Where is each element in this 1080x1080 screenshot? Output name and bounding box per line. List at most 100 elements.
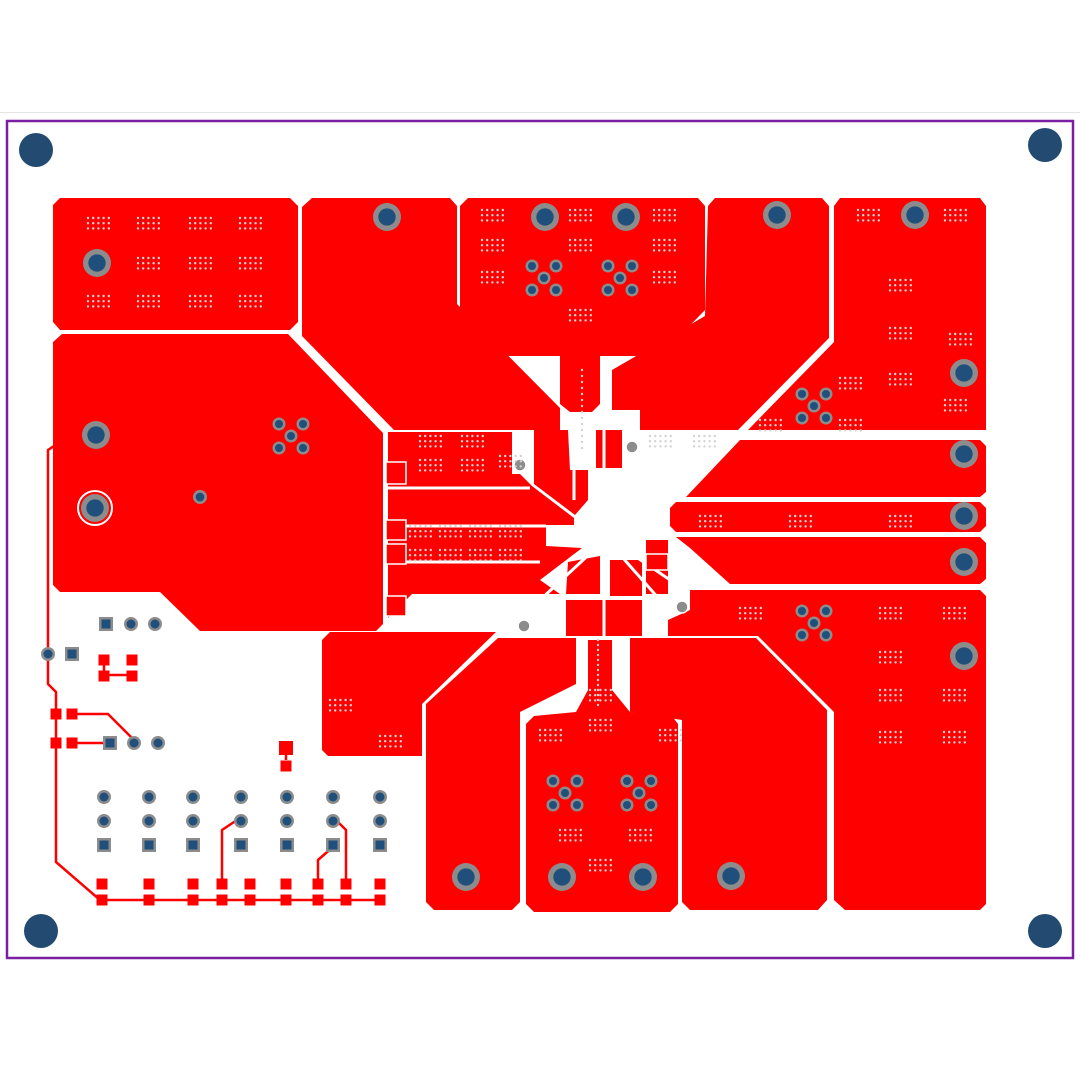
large-vias [77,201,978,891]
via-array [238,216,262,230]
pad-icon [99,816,109,826]
trace [220,816,241,882]
pad-icon [280,894,292,906]
pad-icon [236,816,246,826]
small-via-arrays [86,208,972,872]
via-array [568,308,592,322]
via-icon [580,410,584,414]
pad-icon [282,816,292,826]
pad-icon [328,792,338,802]
pad-icon [340,894,352,906]
pad-icon [375,840,385,850]
via-array [588,688,612,702]
pad-icon [312,878,324,890]
via-icon [580,428,584,432]
via-array [838,418,862,432]
pad-icon [279,741,293,755]
via-icon [580,422,584,426]
mounting-hole-icon [1028,128,1062,162]
via-icon [580,440,584,444]
pad-icon [50,737,62,749]
via-icon [580,374,584,378]
via-icon [580,404,584,408]
via-icon [81,494,109,522]
via-array [238,294,262,308]
via-array [878,606,902,620]
pad-icon [216,878,228,890]
via-array [738,606,762,620]
pad-icon [67,649,77,659]
pad-icon [126,619,136,629]
copper-pour-bottom-left-center [426,638,576,910]
pad-icon [99,792,109,802]
small-components [41,617,387,906]
via-array [468,524,492,538]
via-array [888,372,912,386]
via-icon [580,386,584,390]
via-array [188,294,212,308]
via-array [188,216,212,230]
via-icon [596,698,600,702]
via-array [942,688,966,702]
via-icon [950,440,978,468]
via-array [378,734,402,748]
pad-icon [385,543,407,565]
via-array [692,434,716,448]
via-cluster [601,259,639,297]
via-array [480,238,504,252]
via-array [888,278,912,292]
via-icon [612,203,640,231]
copper-pour-top-right [748,198,986,430]
copper-pour-right-strip-1 [686,440,986,497]
isolation-islands [512,430,666,636]
via-array [418,458,442,472]
copper-pour-bottom-right-center [630,638,827,910]
copper-pour-center-lower-left [566,556,600,594]
via-icon [452,863,480,891]
pad-icon [126,670,138,682]
via-array [460,458,484,472]
via-icon [513,458,527,472]
via-array [758,418,782,432]
pad-icon [99,840,109,850]
via-icon [596,703,600,707]
via-icon [83,249,111,277]
pad-icon [188,816,198,826]
via-cluster [620,774,658,812]
copper-pour-top-center [460,198,705,412]
pad-icon [312,894,324,906]
pad-icon [282,840,292,850]
via-array [588,858,612,872]
pad-icon [216,894,228,906]
via-icon [548,863,576,891]
copper-pour-bottom-left-block [322,632,496,756]
copper-pour-top-second [302,198,560,430]
via-icon [193,490,207,504]
pad-icon [280,878,292,890]
via-array [658,728,682,742]
via-array [648,434,672,448]
pad-icon [328,816,338,826]
via-array [438,548,462,562]
pad-icon [282,792,292,802]
via-array [888,514,912,528]
via-array [942,606,966,620]
via-icon [596,683,600,687]
pad-icon [144,840,154,850]
via-array [460,434,484,448]
via-icon [580,446,584,450]
clearance-gaps [388,412,677,640]
via-array [136,216,160,230]
via-array [418,434,442,448]
pad-icon [98,654,110,666]
via-array [498,524,522,538]
isolation-island [644,596,666,632]
via-icon [596,658,600,662]
via-array [568,208,592,222]
copper-pour-bottom-center [526,640,678,912]
via-array [628,828,652,842]
copper-pour-right-strip-2 [670,502,986,532]
via-icon [596,673,600,677]
via-icon [596,653,600,657]
mounting-hole-icon [24,914,58,948]
